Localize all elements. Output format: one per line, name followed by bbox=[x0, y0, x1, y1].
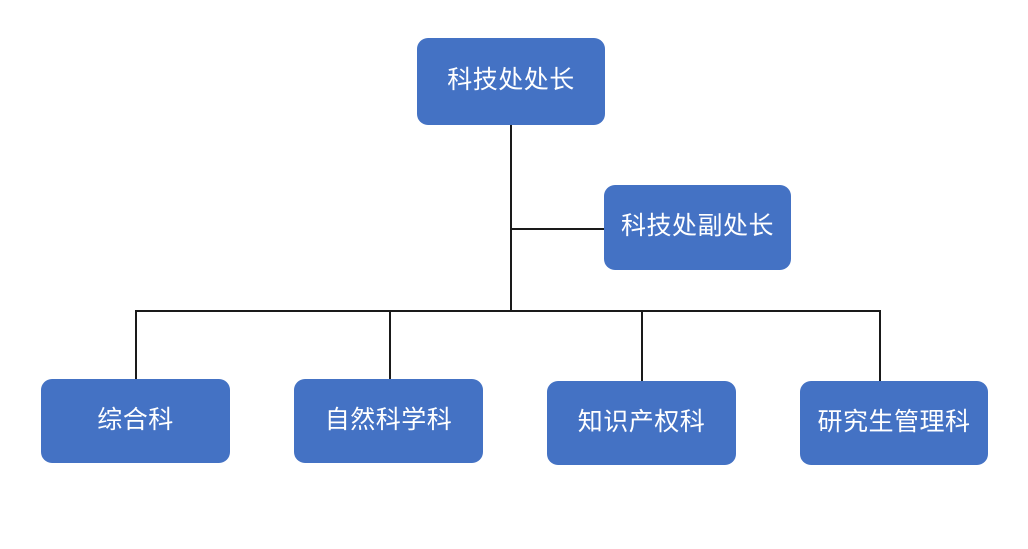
connector-drop-child-3 bbox=[641, 310, 643, 382]
connector-drop-child-4 bbox=[879, 310, 881, 382]
connector-root-trunk bbox=[510, 125, 512, 311]
org-node-root-label: 科技处处长 bbox=[447, 66, 575, 94]
org-node-child-3[interactable]: 知识产权科 bbox=[547, 381, 736, 465]
connector-assistant-branch bbox=[510, 228, 605, 230]
connector-drop-child-1 bbox=[135, 310, 137, 380]
org-node-child-1[interactable]: 综合科 bbox=[41, 379, 230, 463]
org-node-child-2[interactable]: 自然科学科 bbox=[294, 379, 483, 463]
org-node-assistant-label: 科技处副处长 bbox=[620, 212, 774, 240]
org-node-root[interactable]: 科技处处长 bbox=[417, 38, 605, 125]
org-node-child-1-label: 综合科 bbox=[97, 405, 174, 434]
org-node-child-4-label: 研究生管理科 bbox=[817, 407, 971, 436]
org-node-assistant[interactable]: 科技处副处长 bbox=[604, 185, 791, 270]
org-node-child-3-label: 知识产权科 bbox=[577, 407, 706, 436]
org-node-child-4[interactable]: 研究生管理科 bbox=[800, 381, 988, 465]
org-node-child-2-label: 自然科学科 bbox=[324, 405, 453, 434]
connector-children-bus bbox=[135, 310, 880, 312]
connector-drop-child-2 bbox=[389, 310, 391, 380]
